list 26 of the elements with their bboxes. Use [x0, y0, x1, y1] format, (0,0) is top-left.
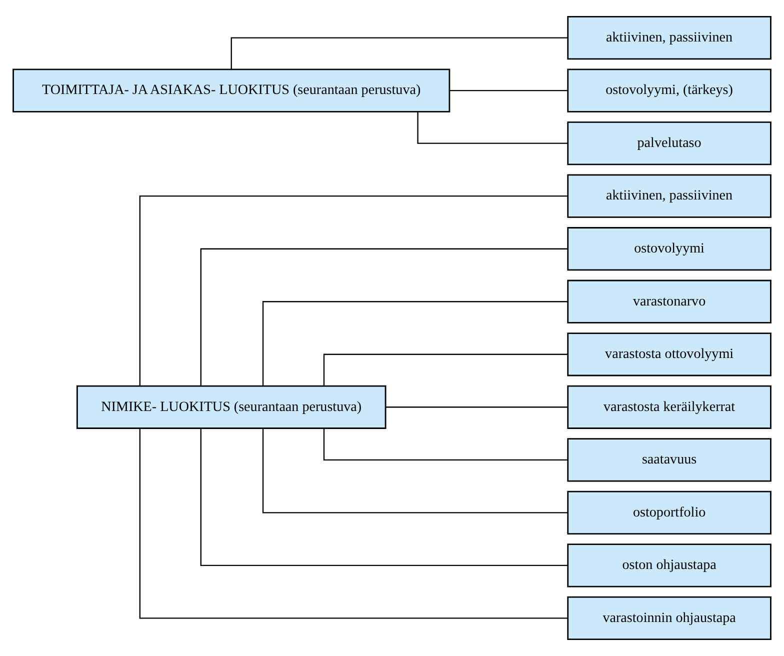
node-box: ostoportfolio [567, 490, 772, 534]
connector [139, 428, 568, 619]
node-box: palvelutaso [567, 122, 772, 166]
node-box: aktiivinen, passiivinen [567, 174, 772, 218]
node-box: varastoinnin ohjaustapa [567, 596, 772, 640]
node-box: varastosta ottovolyymi [567, 332, 772, 376]
connector [200, 248, 568, 386]
connector [230, 37, 568, 70]
connector [417, 112, 568, 144]
connector [386, 406, 568, 408]
node-box: ostovolyymi [567, 227, 772, 271]
connector [139, 196, 568, 386]
connector [450, 90, 568, 92]
node-box: TOIMITTAJA- JA ASIAKAS- LUOKITUS (seurantaan perustuva) [12, 68, 450, 112]
node-box: ostovolyymi, (tärkeys) [567, 68, 772, 112]
connector [323, 354, 568, 386]
node-box: varastosta keräilykerrat [567, 385, 772, 429]
connector [262, 428, 568, 514]
connector [200, 428, 568, 566]
node-box: aktiivinen, passiivinen [567, 16, 772, 60]
connector [323, 428, 568, 460]
node-box: varastonarvo [567, 280, 772, 324]
node-box: oston ohjaustapa [567, 544, 772, 588]
node-box: saatavuus [567, 438, 772, 482]
connector [262, 301, 568, 386]
node-box: NIMIKE- LUOKITUS (seurantaan perustuva) [76, 385, 386, 429]
